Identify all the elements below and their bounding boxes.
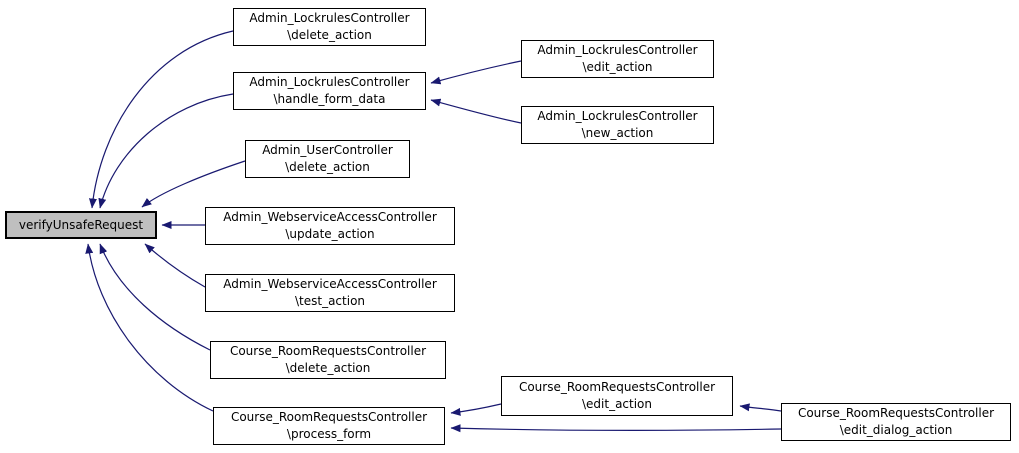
node-admin-lockrules-new-action[interactable]: Admin_LockrulesController \new_action (521, 106, 714, 144)
edge-lockrules-handle-to-verify (98, 93, 234, 209)
node-label-line2: \delete_action (285, 361, 371, 375)
node-label-line2: \handle_form_data (273, 92, 386, 106)
node-admin-lockrules-handle-form-data[interactable]: Admin_LockrulesController \handle_form_d… (233, 72, 426, 110)
node-label: verifyUnsafeRequest (18, 217, 144, 232)
node-label-line1: Admin_WebserviceAccessController (223, 277, 437, 291)
node-admin-lockrules-edit-action[interactable]: Admin_LockrulesController \edit_action (521, 40, 714, 78)
node-label-line1: Admin_UserController (262, 143, 393, 157)
node-label-line1: Admin_LockrulesController (249, 75, 410, 89)
node-label-line2: \update_action (285, 227, 375, 241)
node-verify-unsafe-request[interactable]: verifyUnsafeRequest (5, 211, 157, 239)
edge-course-edit-to-process (450, 403, 502, 416)
node-course-roomrequests-edit-dialog-action[interactable]: Course_RoomRequestsController \edit_dial… (781, 403, 1011, 441)
node-label-line1: Admin_LockrulesController (249, 11, 410, 25)
node-label-line2: \edit_action (582, 60, 653, 74)
node-label-line2: \new_action (581, 126, 654, 140)
edge-lockrules-new-to-handle (430, 98, 522, 124)
node-label-line2: \test_action (294, 294, 366, 308)
edge-ws-test-to-verify (144, 243, 206, 288)
node-label-line2: \edit_action (581, 397, 653, 411)
node-course-roomrequests-delete-action[interactable]: Course_RoomRequestsController \delete_ac… (210, 341, 446, 379)
node-admin-webservice-update-action[interactable]: Admin_WebserviceAccessController \update… (205, 207, 455, 245)
node-admin-lockrules-delete-action[interactable]: Admin_LockrulesController \delete_action (233, 8, 426, 46)
node-admin-webservice-test-action[interactable]: Admin_WebserviceAccessController \test_a… (205, 274, 455, 312)
edge-lockrules-delete-to-verify (88, 30, 234, 209)
node-label-line1: Course_RoomRequestsController (797, 406, 995, 420)
node-label-line1: Admin_LockrulesController (537, 109, 698, 123)
node-label-line2: \delete_action (285, 160, 370, 174)
node-course-roomrequests-edit-action[interactable]: Course_RoomRequestsController \edit_acti… (501, 376, 733, 416)
node-label-line1: Admin_WebserviceAccessController (223, 210, 437, 224)
node-label-line2: \process_form (286, 427, 372, 441)
edge-course-edit-dialog-to-process (450, 424, 782, 433)
node-label-line1: Course_RoomRequestsController (518, 380, 716, 394)
edge-course-edit-dialog-to-edit (739, 403, 782, 412)
edge-course-delete-to-verify (99, 243, 211, 351)
edge-lockrules-edit-to-handle (430, 60, 522, 85)
node-label-line1: Admin_LockrulesController (537, 43, 698, 57)
node-label-line1: Course_RoomRequestsController (229, 344, 427, 358)
edge-user-delete-to-verify (141, 160, 246, 208)
node-course-roomrequests-process-form[interactable]: Course_RoomRequestsController \process_f… (213, 407, 445, 445)
node-admin-user-delete-action[interactable]: Admin_UserController \delete_action (245, 140, 410, 178)
node-label-line2: \edit_dialog_action (839, 423, 953, 437)
node-label-line2: \delete_action (287, 28, 372, 42)
edge-course-process-to-verify (85, 243, 214, 412)
node-label-line1: Course_RoomRequestsController (230, 410, 428, 424)
